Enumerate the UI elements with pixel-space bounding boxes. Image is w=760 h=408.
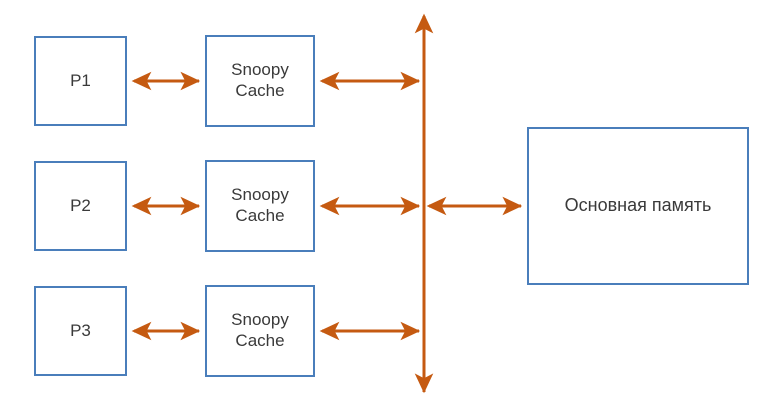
processor-box-p3[interactable]: P3 bbox=[34, 286, 127, 376]
snoopy-cache-label-2: Snoopy Cache bbox=[231, 185, 289, 225]
processor-box-p2[interactable]: P2 bbox=[34, 161, 127, 251]
main-memory-box[interactable]: Основная память bbox=[527, 127, 749, 285]
main-memory-label: Основная память bbox=[564, 195, 712, 216]
snoopy-cache-label-3: Snoopy Cache bbox=[231, 310, 289, 350]
processor-label-p1: P1 bbox=[70, 70, 91, 90]
processor-box-p1[interactable]: P1 bbox=[34, 36, 127, 126]
snoopy-cache-box-2[interactable]: Snoopy Cache bbox=[205, 160, 315, 252]
snoopy-cache-label-1: Snoopy Cache bbox=[231, 60, 289, 100]
processor-label-p3: P3 bbox=[70, 320, 91, 340]
snoopy-cache-box-3[interactable]: Snoopy Cache bbox=[205, 285, 315, 377]
snoopy-cache-box-1[interactable]: Snoopy Cache bbox=[205, 35, 315, 127]
processor-label-p2: P2 bbox=[70, 195, 91, 215]
